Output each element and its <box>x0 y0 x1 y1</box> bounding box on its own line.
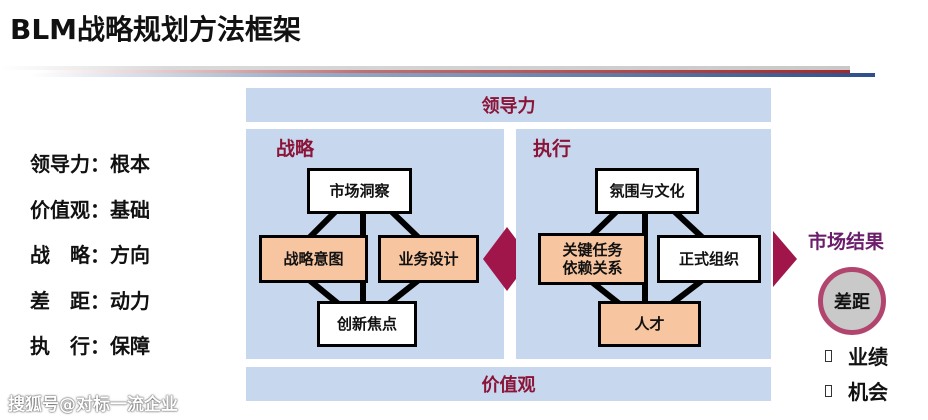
leadership-band: 领导力 <box>246 88 771 122</box>
strategic-intent-box: 战略意图 <box>259 235 368 283</box>
leadership-band-label: 领导力 <box>481 96 536 117</box>
business-design-box: 业务设计 <box>378 235 479 283</box>
outcome-item-opportunity: 机会 <box>825 376 888 405</box>
title-divider-grey <box>0 66 850 70</box>
culture-box: 氛围与文化 <box>595 168 699 214</box>
principle-execution: 执 行：保障 <box>30 334 150 358</box>
talent-box: 人才 <box>598 301 701 347</box>
market-results-title: 市场结果 <box>808 231 885 253</box>
title-divider-red <box>40 70 850 73</box>
critical-tasks-box: 关键任务 依赖关系 <box>538 233 647 285</box>
title-divider-blue <box>30 73 875 77</box>
principles-list: 领导力：根本 价值观：基础 战 略：方向 差 距：动力 执 行：保障 <box>30 148 150 376</box>
values-band-label: 价值观 <box>481 375 536 396</box>
principle-gap: 差 距：动力 <box>30 288 150 313</box>
principle-values: 价值观：基础 <box>30 197 150 222</box>
formal-organization-box: 正式组织 <box>657 235 761 283</box>
outcome-item-performance: 业绩 <box>825 341 888 370</box>
principle-strategy: 战 略：方向 <box>30 243 150 267</box>
principle-leadership: 领导力：根本 <box>30 152 150 176</box>
gap-circle: 差距 <box>818 267 886 335</box>
bullet-icon <box>825 349 832 362</box>
bullet-icon <box>825 384 832 397</box>
page-title: BLM战略规划方法框架 <box>10 13 302 46</box>
strategy-title: 战略 <box>276 138 315 160</box>
outcome-arrow-icon <box>773 231 797 287</box>
watermark: 搜狐号@对标一流企业 <box>8 395 178 415</box>
values-band: 价值观 <box>246 367 771 401</box>
market-insight-box: 市场洞察 <box>307 168 412 214</box>
innovation-focus-box: 创新焦点 <box>317 301 417 347</box>
execution-title: 执行 <box>533 138 572 160</box>
